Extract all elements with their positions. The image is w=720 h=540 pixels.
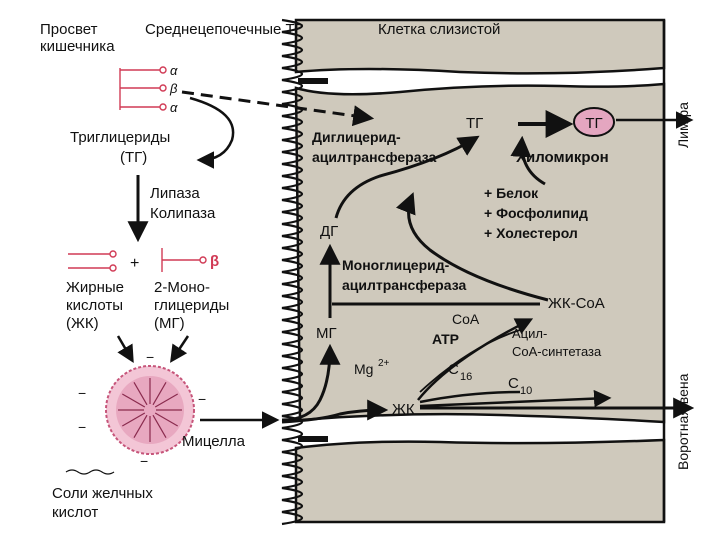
fa-in-cell-label: ЖК bbox=[392, 401, 415, 418]
dg-label: ДГ bbox=[320, 223, 338, 240]
fa-activation-arrow-2 bbox=[419, 329, 521, 393]
fatty-acid-glyph bbox=[68, 250, 117, 272]
mg-ion-label: Mg bbox=[354, 361, 373, 377]
coa-label: CoA bbox=[452, 311, 480, 327]
micelle-spoke bbox=[152, 381, 167, 406]
micelle-label: Мицелла bbox=[182, 433, 246, 450]
mgat-label-line2: ацилтрансфераза bbox=[342, 277, 466, 293]
micelle-spoke bbox=[133, 414, 148, 439]
chylomicron-label: Хиломикрон bbox=[516, 149, 609, 166]
lumen-label-line2: кишечника bbox=[40, 38, 115, 55]
cell-body bbox=[294, 82, 666, 424]
tg-curved-arrow bbox=[189, 96, 235, 169]
tg-label-line1: Триглицериды bbox=[70, 129, 170, 146]
chylomicron-circle bbox=[573, 107, 615, 137]
beta-position: β bbox=[169, 81, 178, 96]
mg-to-micelle-arrow bbox=[170, 335, 190, 363]
dg-to-tg-arrow bbox=[334, 135, 480, 219]
c16-label: C bbox=[448, 361, 459, 378]
micelle-spoke bbox=[133, 381, 148, 406]
bile-salt-glyph bbox=[65, 469, 115, 475]
fa-activation-arrow bbox=[417, 318, 534, 401]
phospholipid-label: + Фосфолипид bbox=[484, 205, 588, 221]
mg-label-line3: (МГ) bbox=[154, 315, 185, 332]
tight-junction-upper bbox=[298, 78, 328, 84]
dgat-label-line1: Диглицерид- bbox=[312, 129, 401, 145]
micelle-charge-left2: − bbox=[78, 419, 86, 435]
tg-label-line2: (ТГ) bbox=[120, 149, 147, 166]
fa-label-line2: кислоты bbox=[66, 297, 123, 314]
mct-dashed-arrow bbox=[181, 90, 375, 127]
mgat-label-line1: Моноглицерид- bbox=[342, 257, 450, 273]
mucosal-cell-upper bbox=[290, 78, 666, 424]
bile-label-line2: кислот bbox=[52, 504, 98, 521]
top-cell-body bbox=[294, 18, 666, 75]
c16-arrow bbox=[419, 390, 521, 404]
lower-cell-body bbox=[294, 438, 666, 524]
lymph-label: Лимфа bbox=[675, 102, 691, 148]
mucosal-cell-top bbox=[294, 18, 666, 75]
cholesterol-label: + Холестерол bbox=[484, 225, 578, 241]
micelle-spoke bbox=[121, 393, 146, 408]
mucosal-cell-lower bbox=[294, 438, 666, 524]
c10-subscript: 10 bbox=[520, 385, 532, 397]
atp-label: ATP bbox=[432, 331, 459, 347]
bile-label-line1: Соли желчных bbox=[52, 485, 153, 502]
triglyceride-glyph bbox=[119, 66, 167, 111]
c16-subscript: 16 bbox=[460, 371, 472, 383]
micelle-spoke bbox=[154, 393, 179, 408]
acyl-synthetase-line1: Ацил- bbox=[512, 326, 547, 341]
entry-to-mg-arrow bbox=[281, 343, 341, 422]
micelle-charge-left: − bbox=[78, 385, 86, 401]
chylomicron-assembly-arrow bbox=[510, 135, 546, 186]
c10-to-portal-arrow bbox=[419, 389, 612, 408]
micelle-spoke bbox=[154, 412, 179, 427]
tight-junction-lower bbox=[298, 436, 328, 442]
alpha-position-1: α bbox=[170, 63, 178, 78]
protein-label: + Белок bbox=[484, 185, 539, 201]
mg-in-cell-label: МГ bbox=[316, 325, 337, 342]
fa-label-line1: Жирные bbox=[66, 279, 124, 296]
mct-label: Среднецепочечные ТГ bbox=[145, 21, 303, 38]
mg-label-line2: глицериды bbox=[154, 297, 229, 314]
plus-sign: + bbox=[130, 255, 139, 272]
mg-ion-charge: 2+ bbox=[378, 358, 390, 369]
tg-in-cell-label: ТГ bbox=[466, 115, 483, 132]
micelle bbox=[105, 365, 195, 455]
lumen-label-line1: Просвет bbox=[40, 21, 98, 38]
colipase-label: Колипаза bbox=[150, 205, 216, 222]
beta-mg-label: β bbox=[210, 253, 219, 270]
micelle-spoke bbox=[121, 412, 146, 427]
mg-label-line1: 2-Моно- bbox=[154, 279, 210, 296]
fa-coa-label: ЖК-CoA bbox=[548, 295, 605, 312]
micelle-charge-top: − bbox=[146, 349, 154, 365]
micelle-charge-bottom: − bbox=[140, 453, 148, 469]
brush-border-microvilli bbox=[281, 18, 304, 526]
alpha-position-2: α bbox=[170, 100, 178, 115]
portal-vein-label: Воротная вена bbox=[675, 373, 691, 470]
c10-label: C bbox=[508, 375, 519, 392]
lipase-label: Липаза bbox=[150, 185, 200, 202]
chylomicron-tg-label: ТГ bbox=[585, 115, 602, 132]
entry-to-fa-arrow bbox=[281, 399, 389, 424]
dgat-label-line2: ацилтрансфераза bbox=[312, 149, 436, 165]
fa-to-micelle-arrow bbox=[116, 335, 134, 364]
micelle-charge-right: − bbox=[198, 391, 206, 407]
monoglyceride-glyph bbox=[161, 248, 207, 272]
micelle-spoke bbox=[152, 414, 167, 439]
acyl-synthetase-line2: CoA-синтетаза bbox=[512, 344, 602, 359]
mucosa-cell-label: Клетка слизистой bbox=[378, 21, 500, 38]
fa-label-line3: (ЖК) bbox=[66, 315, 99, 332]
facoa-to-tg-arrow bbox=[396, 192, 549, 302]
